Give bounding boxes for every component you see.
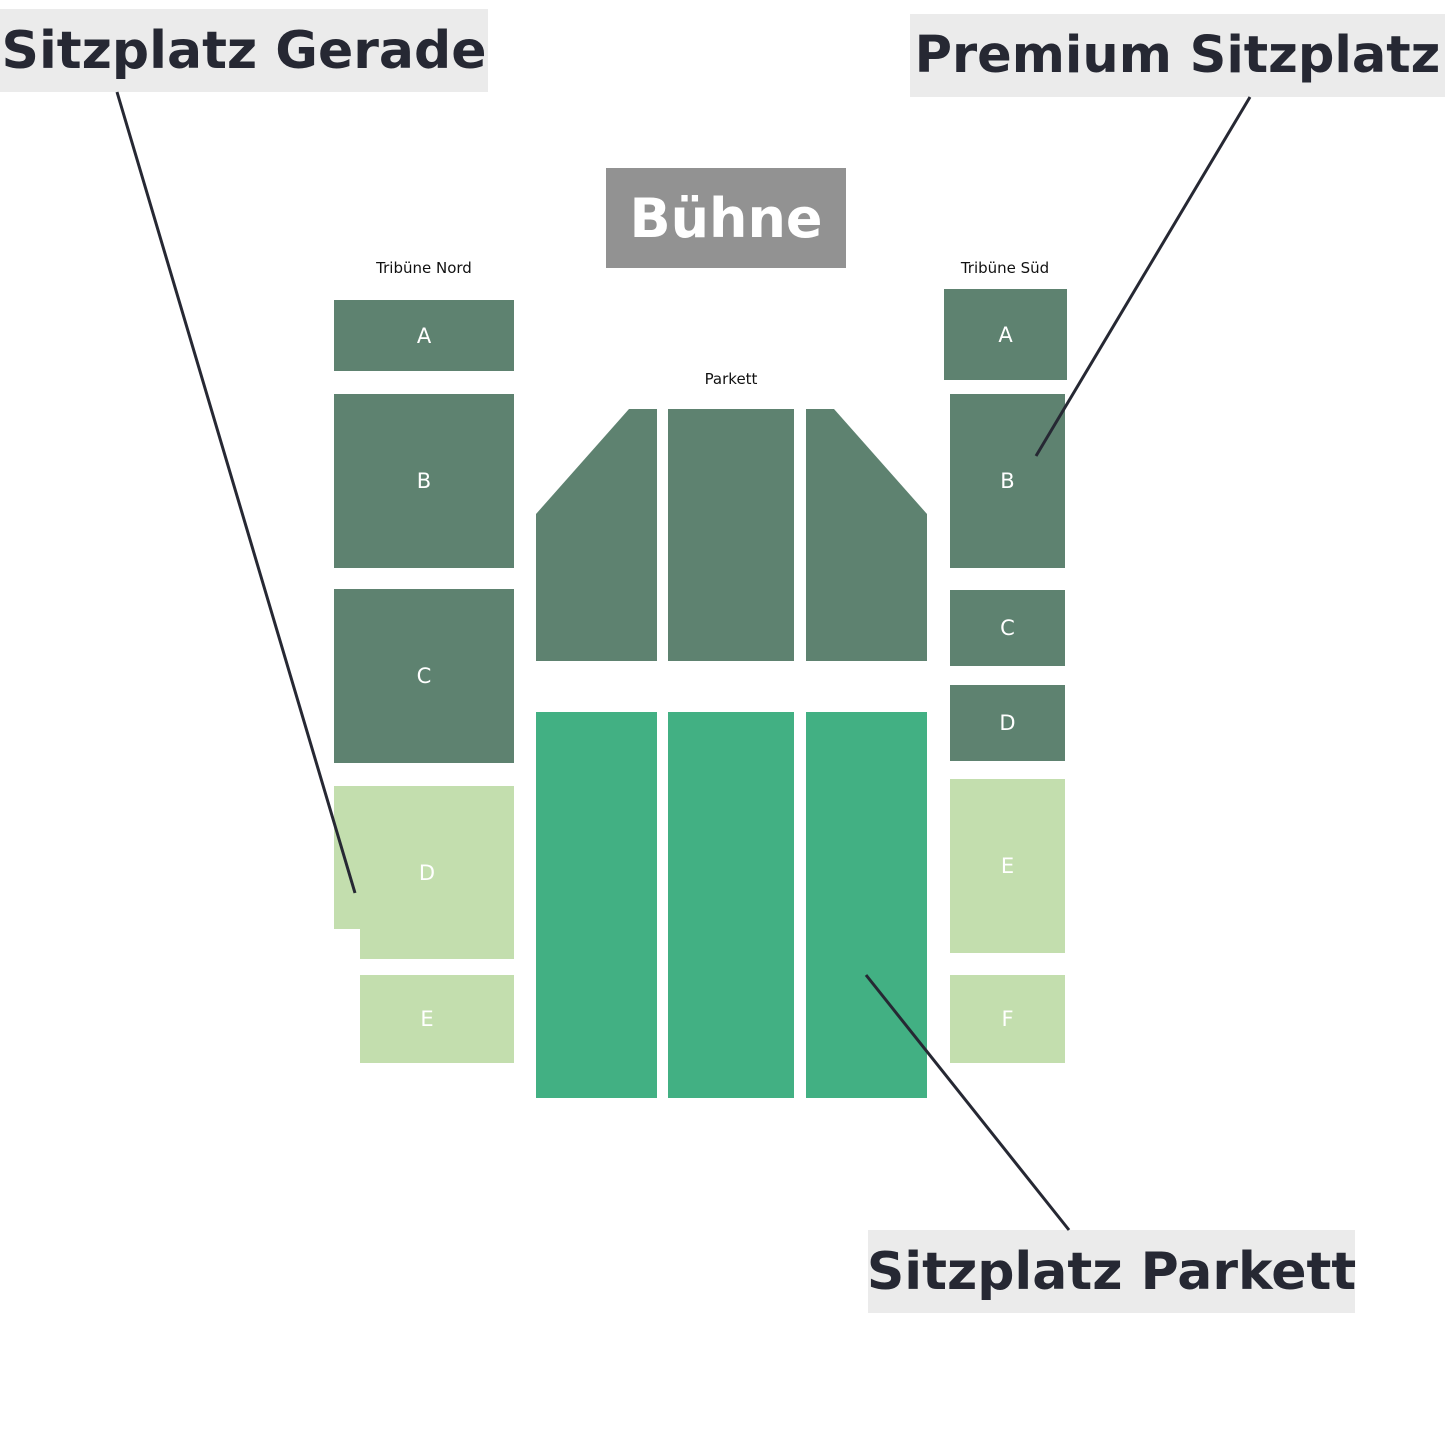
- parkett-front-left[interactable]: [536, 409, 657, 661]
- parkett-front-right[interactable]: [806, 409, 927, 661]
- nord-block-d[interactable]: D: [360, 786, 514, 959]
- stage-label: Bühne: [606, 168, 846, 268]
- sued-block-d[interactable]: D: [950, 685, 1065, 761]
- tribune-nord-title: Tribüne Nord: [376, 259, 472, 277]
- callout-premium-sitzplatz: Premium Sitzplatz: [910, 14, 1445, 97]
- parkett-rear-center[interactable]: [668, 712, 794, 1098]
- parkett-rear-left[interactable]: [536, 712, 657, 1098]
- callout-sitzplatz-gerade: Sitzplatz Gerade: [0, 9, 488, 92]
- leader-line-premium: [1034, 96, 1252, 457]
- parkett-title: Parkett: [704, 370, 758, 388]
- sued-block-a[interactable]: A: [944, 289, 1067, 380]
- parkett-front-center[interactable]: [668, 409, 794, 661]
- tribune-sued-title: Tribüne Süd: [960, 259, 1050, 277]
- sued-block-b[interactable]: B: [950, 394, 1065, 568]
- nord-block-e[interactable]: E: [360, 975, 514, 1063]
- sued-block-c[interactable]: C: [950, 590, 1065, 666]
- nord-block-c[interactable]: C: [334, 589, 514, 763]
- nord-block-b[interactable]: B: [334, 394, 514, 568]
- leader-line-gerade: [115, 91, 357, 894]
- leader-line-parkett: [864, 974, 1071, 1231]
- sued-block-f[interactable]: F: [950, 975, 1065, 1063]
- parkett-rear-right[interactable]: [806, 712, 927, 1098]
- nord-block-d-step: [334, 786, 360, 929]
- nord-block-a[interactable]: A: [334, 300, 514, 371]
- callout-sitzplatz-parkett: Sitzplatz Parkett: [867, 1230, 1356, 1313]
- sued-block-e[interactable]: E: [950, 779, 1065, 953]
